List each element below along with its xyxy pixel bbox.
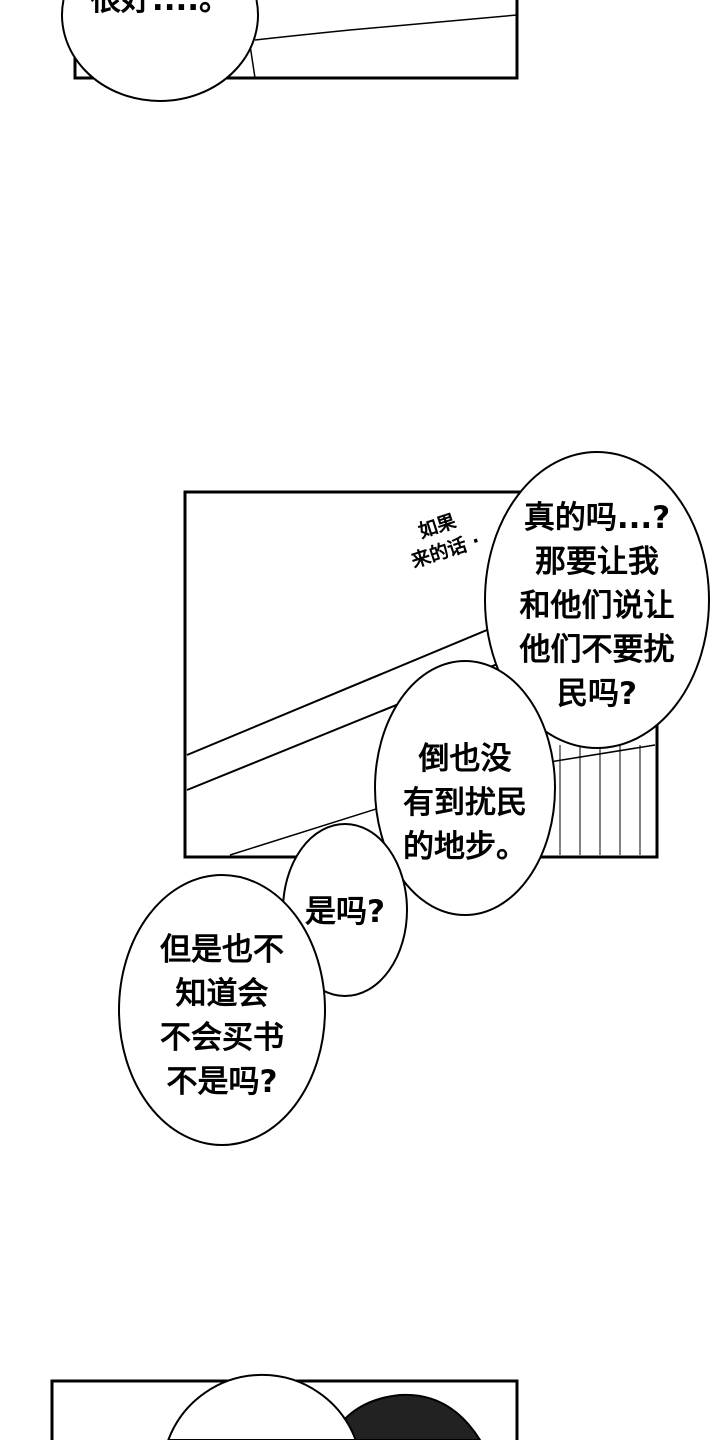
text-line: 的地步。 [403, 829, 527, 865]
speech-bubble [61, 0, 259, 102]
text-line: 不是吗? [166, 1064, 278, 1100]
text-line: 很好....。 [89, 0, 231, 18]
text-line: 真的吗...? [523, 500, 671, 536]
text-line: 有到扰民 [403, 785, 527, 821]
panel-bottom [50, 1373, 519, 1440]
speech-text: 是吗? [285, 890, 405, 934]
text-line: 是吗? [305, 894, 385, 930]
text-line: 他们不要扰 [519, 632, 675, 668]
text-line: 知道会 [175, 976, 269, 1012]
speech-bubble [118, 874, 326, 1146]
text-line: 民吗? [557, 676, 637, 712]
text-line: 不会买书 [160, 1020, 284, 1056]
speech-text: 真的吗...? 那要让我 和他们说让 他们不要扰 民吗? [497, 496, 697, 716]
speech-bubble [374, 660, 556, 916]
text-line: 那要让我 [535, 544, 659, 580]
speech-bubble [167, 1373, 357, 1440]
panel-middle [118, 451, 710, 1146]
text-line: 但是也不 [160, 932, 284, 968]
text-line: 和他们说让 [519, 588, 675, 624]
speech-bubble [484, 451, 710, 749]
speech-text: 很好....。 [60, 0, 260, 22]
speech-text: 倒也没 有到扰民 的地步。 [375, 737, 555, 869]
panel-top [61, 0, 519, 102]
text-line: 倒也没 [418, 741, 512, 777]
speech-text: 但是也不 知道会 不会买书 不是吗? [122, 928, 322, 1104]
